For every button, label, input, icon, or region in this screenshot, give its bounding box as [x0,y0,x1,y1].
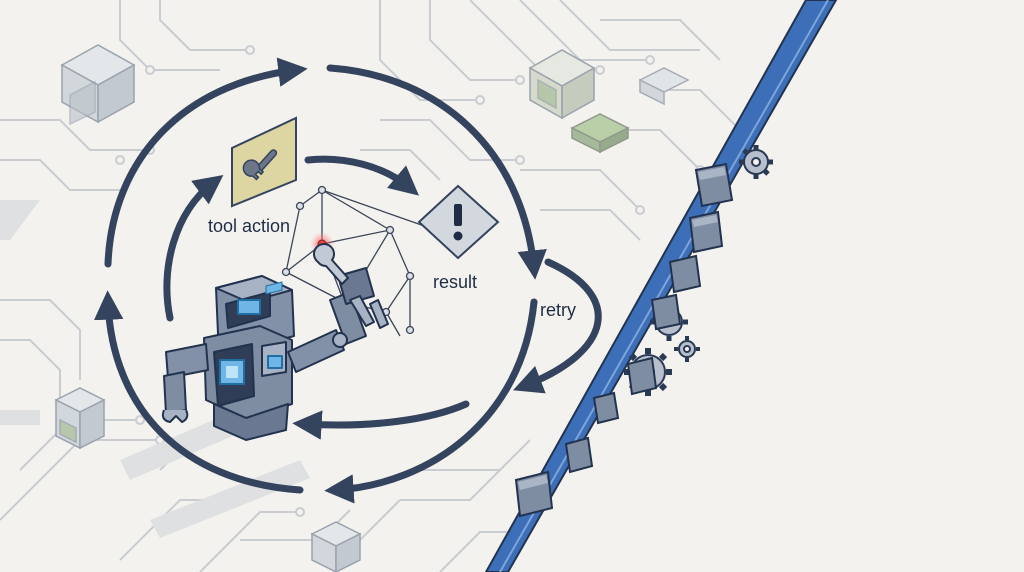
outer-loop-arrows [93,57,547,504]
circuit-traces [0,0,741,572]
exclamation-warning-icon [417,184,500,260]
tile-green [570,113,630,154]
tool-action-label: tool action [208,216,291,236]
rail-block-highlights [518,167,726,490]
gear-icon [739,145,773,179]
result-label: result [433,272,478,292]
retry-arrow [513,258,602,394]
cube-top-right-small [638,67,690,106]
blue-rail [484,0,838,572]
gear-icon [674,336,700,362]
cube-bottom-left [54,387,106,450]
cube-top-left [60,44,136,126]
robot-icon [161,243,389,441]
inner-loop-arrows [163,155,470,440]
retry-label: retry [540,300,576,320]
cube-bottom-center [310,521,362,572]
wrench-icon [231,116,297,208]
cube-top-center [528,49,596,120]
